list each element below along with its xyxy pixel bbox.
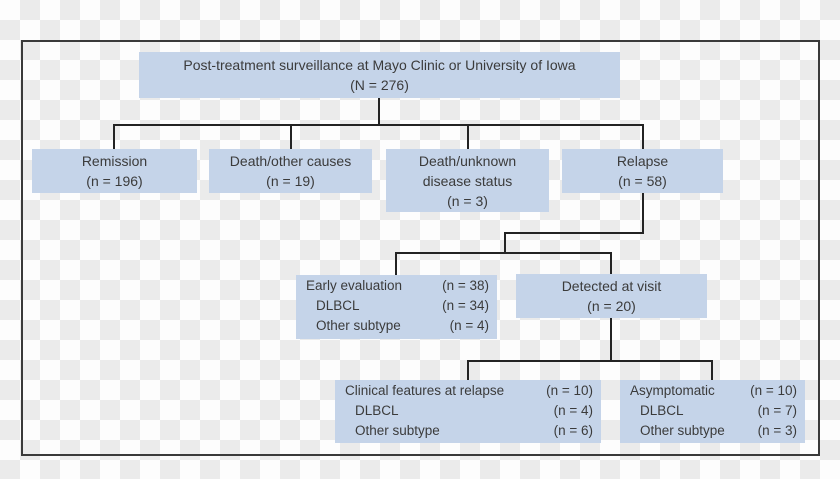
row-value: (n = 7) — [757, 403, 797, 418]
box-row: Asymptomatic (n = 10) — [630, 381, 797, 401]
box-label-2: disease status — [422, 173, 513, 189]
connector-drop-death-unknown — [467, 124, 469, 150]
box-remission: Remission (n = 196) — [32, 149, 197, 193]
connector-title-stem — [378, 98, 380, 126]
row-label: DLBCL — [355, 403, 399, 418]
connector-level2-bar — [395, 252, 612, 254]
connector-drop-clinical-features — [467, 360, 469, 380]
box-label: Death/unknown — [418, 153, 517, 169]
connector-drop-early-evaluation — [395, 252, 397, 276]
connector-drop-detected-at-visit — [610, 252, 612, 276]
connector-detected-stem — [610, 318, 612, 362]
box-count: (n = 196) — [86, 173, 143, 189]
row-value: (n = 3) — [757, 423, 797, 438]
box-row: Clinical features at relapse (n = 10) — [345, 381, 593, 401]
box-count: (n = 3) — [447, 193, 488, 209]
box-label: Remission — [81, 153, 148, 169]
box-count: (n = 19) — [266, 173, 315, 189]
row-value: (n = 34) — [442, 298, 489, 313]
box-row: DLBCL (n = 7) — [630, 401, 797, 421]
connector-drop-asymptomatic — [711, 360, 713, 380]
box-label: Detected at visit — [561, 278, 662, 294]
row-label: DLBCL — [316, 298, 360, 313]
row-value: (n = 4) — [449, 318, 489, 333]
box-post-treatment-surveillance: Post-treatment surveillance at Mayo Clin… — [139, 52, 620, 98]
connector-drop-relapse — [642, 124, 644, 150]
box-count: (n = 58) — [618, 173, 667, 189]
box-title-count: (N = 276) — [350, 77, 409, 93]
box-asymptomatic: Asymptomatic (n = 10) DLBCL (n = 7) Othe… — [620, 380, 805, 443]
row-label: Other subtype — [316, 318, 401, 333]
row-value: (n = 6) — [553, 423, 593, 438]
box-row: DLBCL (n = 34) — [306, 296, 489, 316]
box-relapse: Relapse (n = 58) — [562, 149, 723, 193]
row-value: (n = 10) — [750, 383, 797, 398]
row-label: Other subtype — [640, 423, 725, 438]
connector-relapse-elbow — [504, 232, 644, 234]
diagram-border — [21, 40, 820, 456]
box-death-unknown-disease-status: Death/unknown disease status (n = 3) — [386, 149, 549, 212]
row-label: Clinical features at relapse — [345, 383, 505, 398]
row-label: Other subtype — [355, 423, 440, 438]
box-title-line: Post-treatment surveillance at Mayo Clin… — [183, 57, 576, 73]
row-label: DLBCL — [640, 403, 684, 418]
box-clinical-features-at-relapse: Clinical features at relapse (n = 10) DL… — [335, 380, 601, 443]
connector-drop-remission — [113, 124, 115, 150]
box-row: Early evaluation (n = 38) — [306, 276, 489, 296]
box-row: DLBCL (n = 4) — [345, 401, 593, 421]
row-value: (n = 10) — [546, 383, 593, 398]
row-value: (n = 38) — [442, 278, 489, 293]
connector-drop-death-other — [290, 124, 292, 150]
box-label: Relapse — [616, 153, 669, 169]
connector-relapse-stem — [642, 193, 644, 234]
box-row: Other subtype (n = 3) — [630, 421, 797, 441]
box-death-other-causes: Death/other causes (n = 19) — [209, 149, 372, 193]
box-early-evaluation: Early evaluation (n = 38) DLBCL (n = 34)… — [296, 275, 497, 339]
box-row: Other subtype (n = 4) — [306, 316, 489, 336]
connector-level3-bar — [467, 360, 713, 362]
box-label: Death/other causes — [229, 153, 352, 169]
row-value: (n = 4) — [553, 403, 593, 418]
box-detected-at-visit: Detected at visit (n = 20) — [516, 274, 707, 318]
connector-level1-bar — [113, 124, 644, 126]
row-label: Early evaluation — [306, 278, 403, 293]
connector-relapse-midstem — [504, 232, 506, 254]
row-label: Asymptomatic — [630, 383, 715, 398]
box-count: (n = 20) — [587, 298, 636, 314]
box-row: Other subtype (n = 6) — [345, 421, 593, 441]
